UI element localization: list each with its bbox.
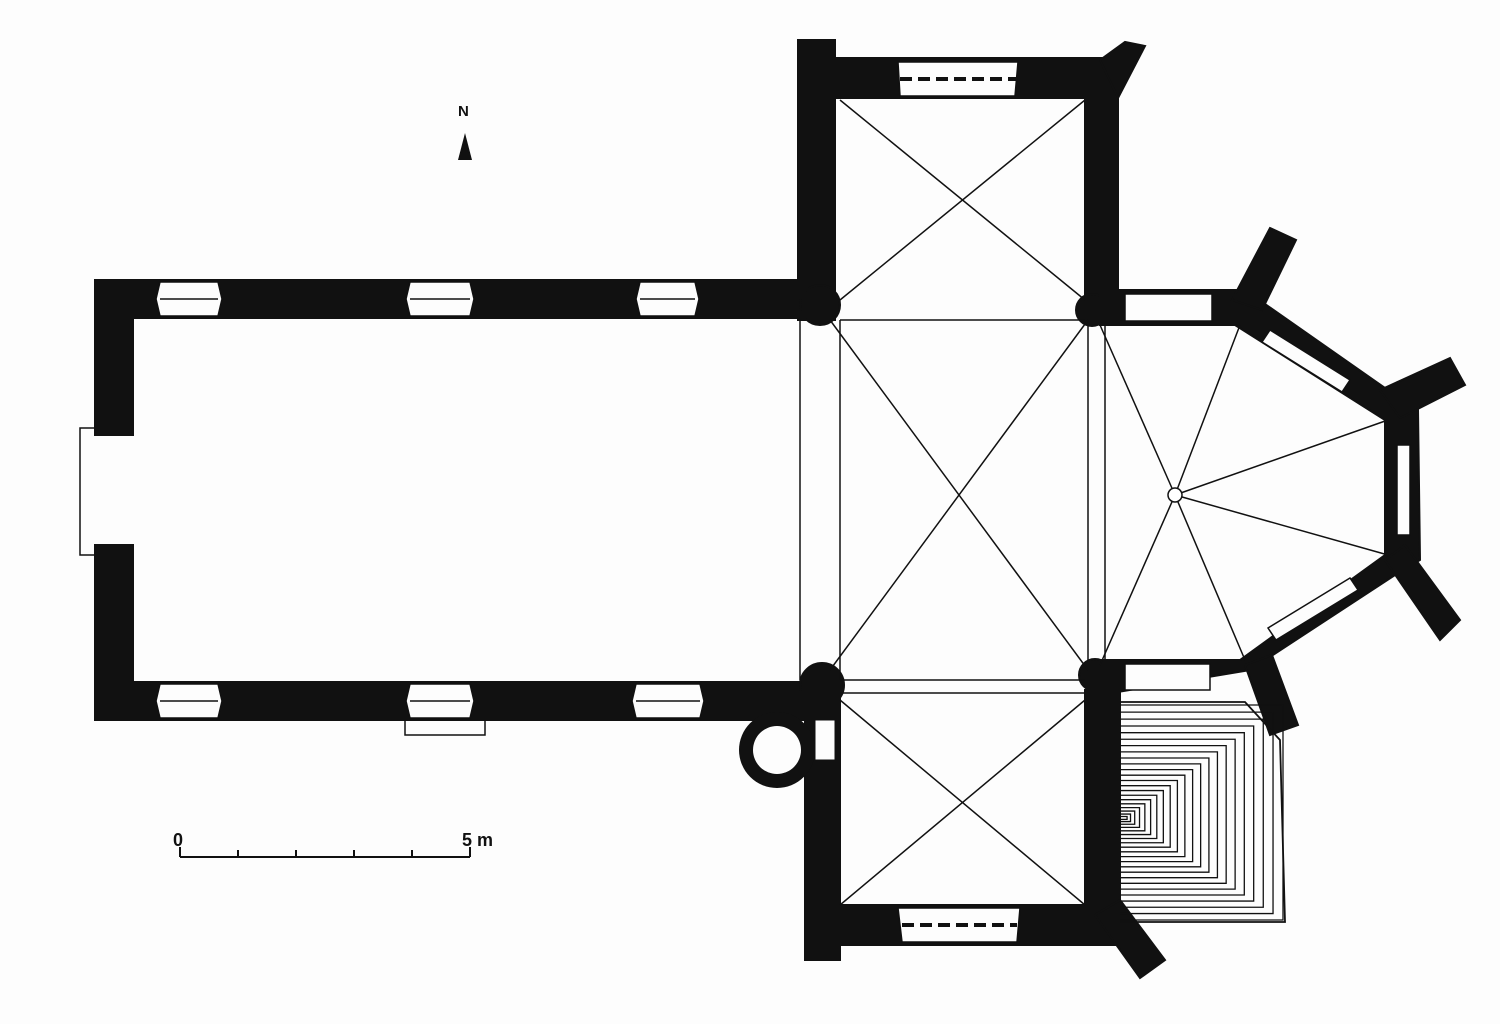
stair-step — [1120, 718, 1264, 908]
west-wall-north — [94, 279, 134, 436]
windows — [155, 61, 1411, 943]
chancel-wall — [1099, 289, 1422, 697]
chancel-buttress-3 — [1383, 543, 1462, 642]
stair-step — [1120, 751, 1219, 879]
stair-step — [1120, 732, 1245, 896]
stair-step — [1120, 785, 1171, 848]
west-door-step — [79, 427, 95, 556]
window — [1124, 293, 1213, 322]
outlines — [79, 99, 1389, 906]
window — [1266, 576, 1360, 642]
stair-step — [1120, 738, 1236, 890]
scale-start-label: 0 — [173, 830, 184, 850]
south-transept-east-wall — [1084, 689, 1121, 931]
stair-step — [1120, 763, 1202, 868]
stair-step — [1120, 711, 1274, 915]
stair-step — [1120, 725, 1255, 902]
stair-turret — [739, 712, 836, 788]
window — [1260, 328, 1352, 394]
north-label: N — [458, 103, 469, 120]
scale-bar — [179, 847, 471, 858]
scale-end-label: 5 m — [462, 830, 494, 850]
south-transept-buttress — [1093, 898, 1167, 980]
stair-step — [1120, 794, 1158, 840]
south-door-step — [404, 720, 486, 736]
window — [1124, 663, 1211, 691]
west-wall-south — [94, 544, 134, 721]
stair-step — [1120, 757, 1210, 873]
stair-step — [1120, 813, 1132, 823]
north-transept-buttress — [1098, 40, 1147, 101]
stair-step — [1120, 768, 1194, 863]
stair-step — [1120, 799, 1152, 836]
north-transept-east-wall — [1084, 67, 1119, 321]
window-mullions — [160, 77, 1017, 927]
crossing-pier-nw — [799, 284, 841, 326]
stair-step — [1120, 704, 1284, 921]
chancel-buttress-2 — [1378, 356, 1467, 420]
stair-step — [1120, 803, 1146, 832]
chancel-buttress-1 — [1230, 226, 1298, 312]
stair-step — [1120, 806, 1141, 829]
north-arrow-icon — [458, 133, 472, 160]
window — [1396, 444, 1411, 536]
stair-step — [1120, 744, 1227, 884]
stair-step — [1120, 774, 1186, 858]
stair-tower — [1120, 701, 1286, 923]
walls — [94, 39, 1467, 980]
stair-step — [1120, 815, 1128, 820]
vault-boss — [1167, 487, 1183, 503]
stair-step — [1120, 789, 1164, 844]
stair-step — [1120, 779, 1179, 853]
chancel-buttress-4 — [1243, 653, 1300, 737]
stair-step — [1120, 810, 1136, 825]
